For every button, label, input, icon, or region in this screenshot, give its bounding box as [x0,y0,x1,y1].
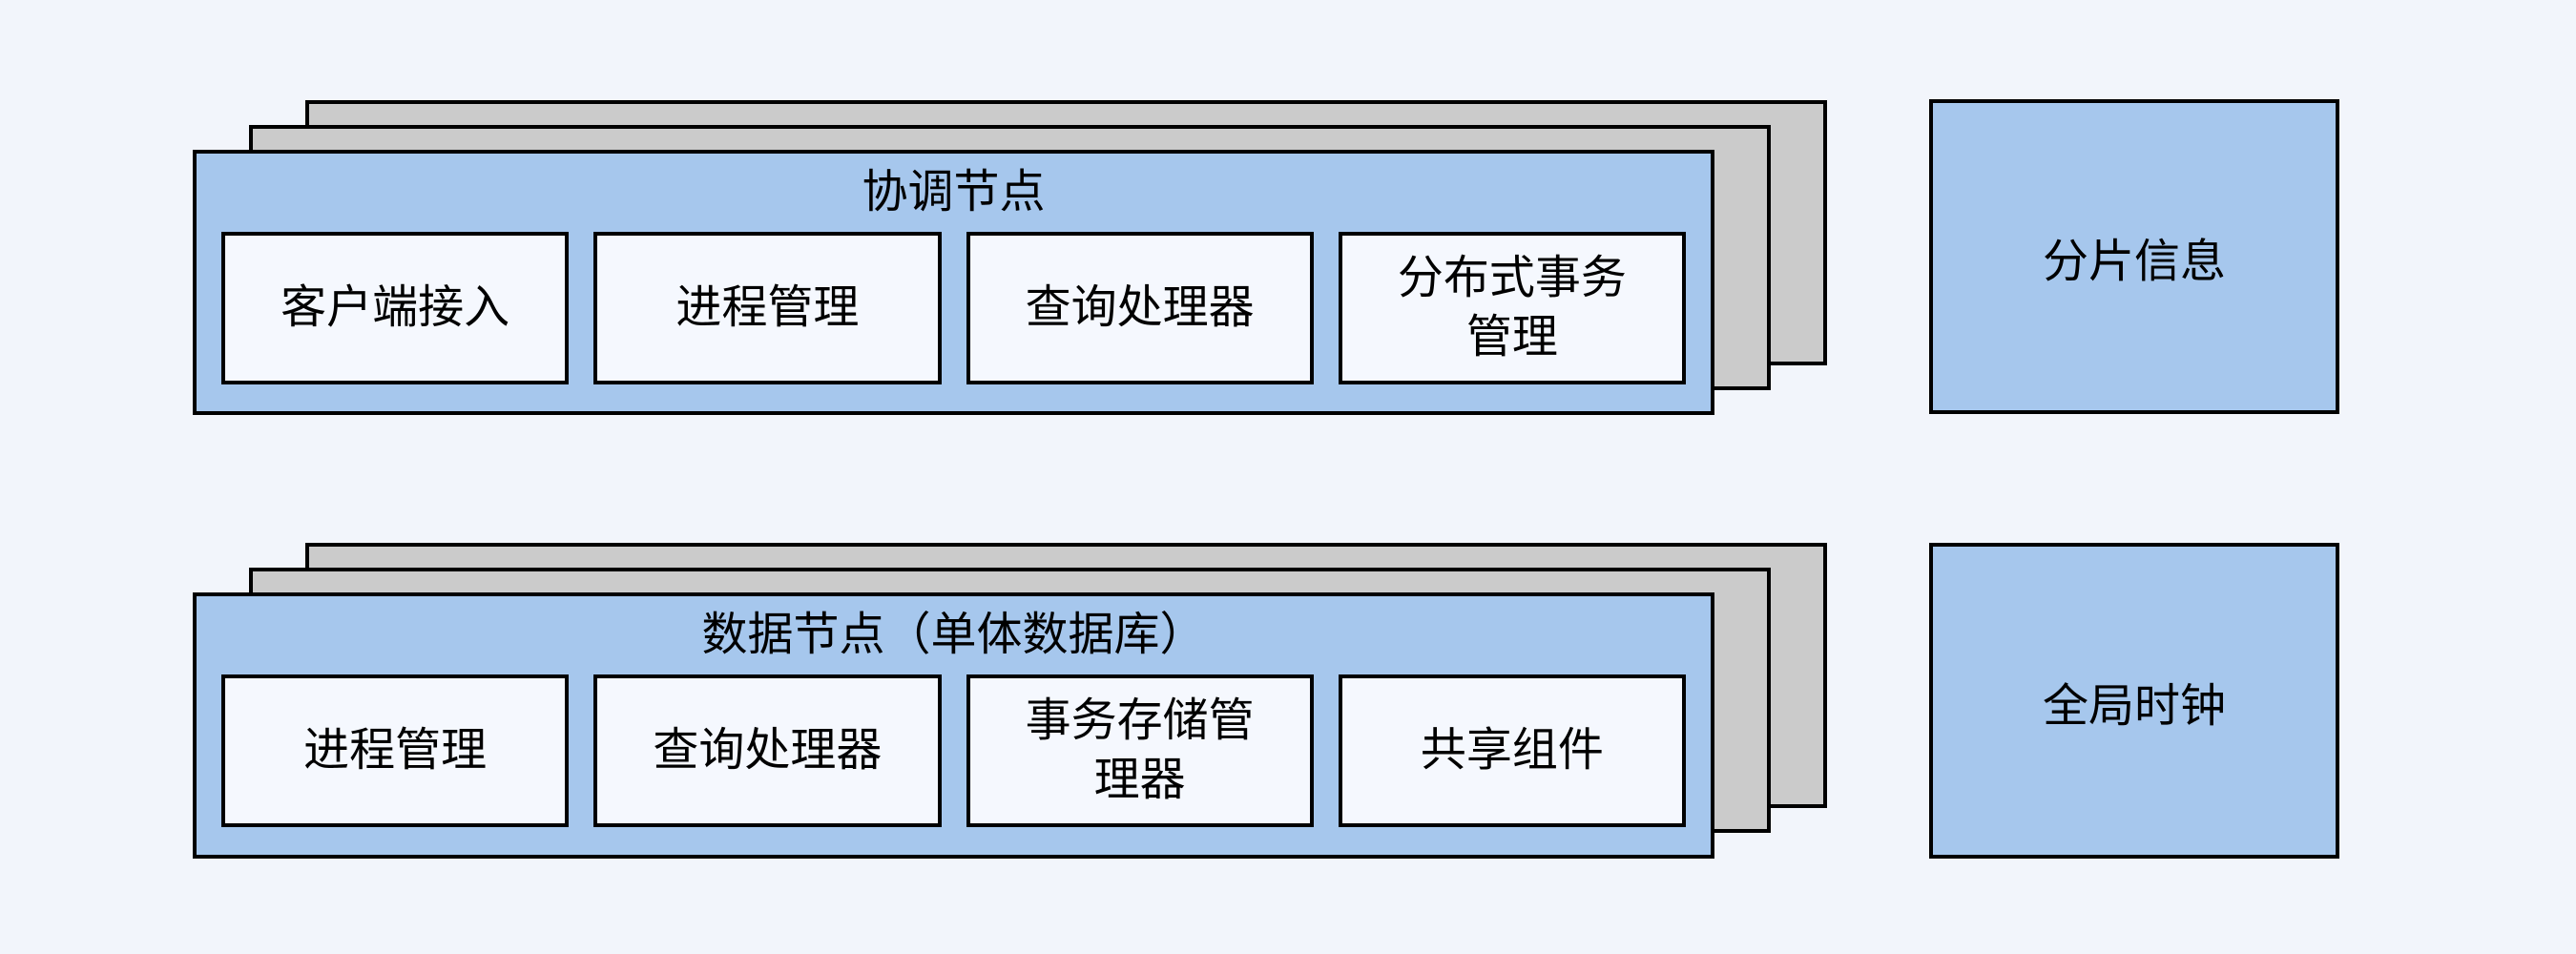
module-query-processor: 查询处理器 [966,232,1314,384]
data-node-title: 数据节点（单体数据库） [701,609,1206,660]
coordinator-node-card: 协调节点 客户端接入 进程管理 查询处理器 分布式事务 管理 [193,150,1714,415]
module-process-management: 进程管理 [221,674,570,827]
module-client-access: 客户端接入 [221,232,570,384]
coordinator-node-title: 协调节点 [862,166,1046,218]
module-process-management: 进程管理 [593,232,942,384]
module-query-processor: 查询处理器 [593,674,942,827]
coordinator-module-row: 客户端接入 进程管理 查询处理器 分布式事务 管理 [221,232,1686,384]
data-node-card: 数据节点（单体数据库） 进程管理 查询处理器 事务存储管 理器 共享组件 [193,592,1714,859]
global-clock-box: 全局时钟 [1929,543,2339,859]
shard-info-box: 分片信息 [1929,99,2339,414]
module-shared-components: 共享组件 [1338,674,1686,827]
module-distributed-transaction-management: 分布式事务 管理 [1338,232,1686,384]
data-node-module-row: 进程管理 查询处理器 事务存储管 理器 共享组件 [221,674,1686,827]
module-transaction-storage-manager: 事务存储管 理器 [966,674,1314,827]
